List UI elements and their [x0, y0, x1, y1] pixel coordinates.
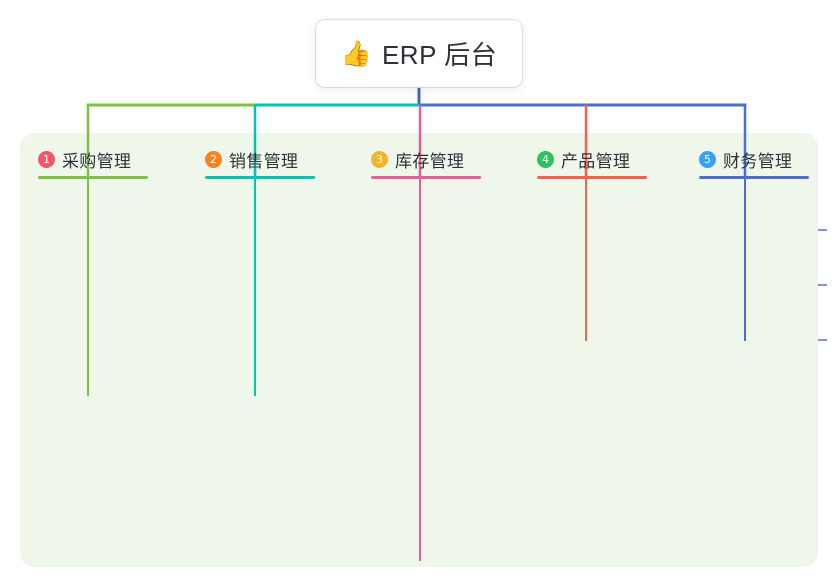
thumbs-up-icon: 👍	[340, 40, 372, 68]
branch-badge-inventory: 3	[371, 151, 388, 168]
branch-badge-sales: 2	[205, 151, 222, 168]
branch-header-product[interactable]: 4 产品管理	[537, 147, 630, 172]
branch-rule-purchasing	[38, 176, 148, 179]
branch-label-sales: 销售管理	[229, 152, 299, 171]
branch-rule-inventory	[371, 176, 481, 179]
branch-rule-sales	[205, 176, 315, 179]
branch-badge-product: 4	[537, 151, 554, 168]
root-title: ERP 后台	[381, 40, 498, 70]
branch-badge-finance: 5	[699, 151, 716, 168]
branch-label-product: 产品管理	[561, 152, 631, 171]
branch-badge-purchasing: 1	[38, 151, 55, 168]
branch-header-sales[interactable]: 2 销售管理	[205, 147, 298, 172]
branch-label-inventory: 库存管理	[395, 152, 465, 171]
branch-header-inventory[interactable]: 3 库存管理	[371, 147, 464, 172]
branch-label-purchasing: 采购管理	[62, 152, 132, 171]
branch-label-finance: 财务管理	[723, 152, 793, 171]
branches-panel	[20, 133, 818, 567]
branch-header-purchasing[interactable]: 1 采购管理	[38, 147, 131, 172]
root-node[interactable]: 👍 ERP 后台	[316, 20, 522, 87]
branch-rule-product	[537, 176, 647, 179]
branch-header-finance[interactable]: 5 财务管理	[699, 147, 792, 172]
branch-rule-finance	[699, 176, 809, 179]
